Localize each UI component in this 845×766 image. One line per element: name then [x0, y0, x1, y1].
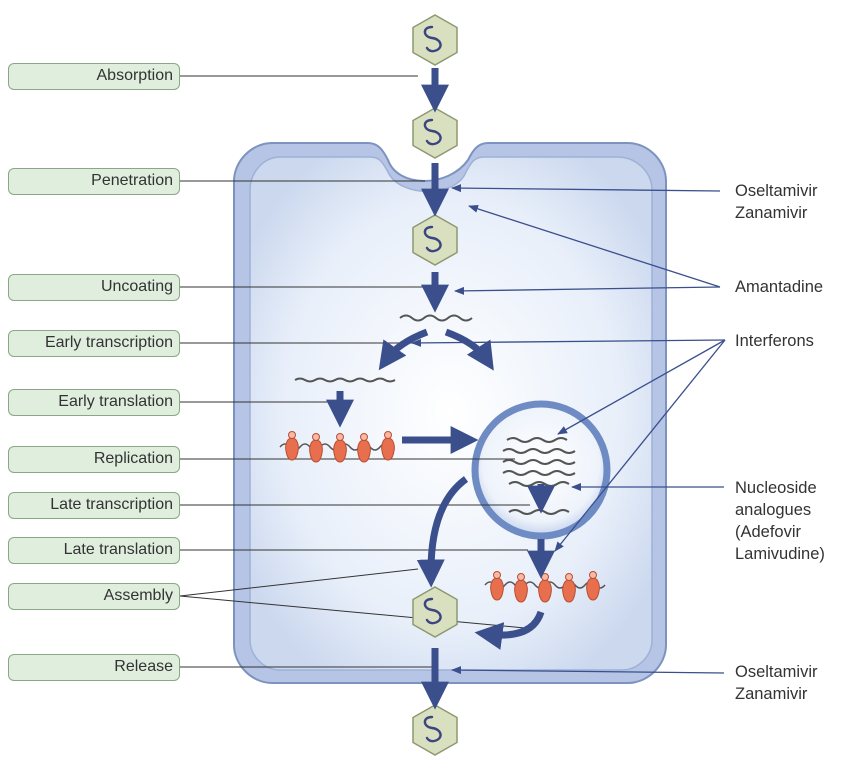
pathway-arrows: [326, 68, 555, 710]
stage-leader-lines: [179, 75, 530, 668]
stage-penetration: Penetration: [8, 168, 180, 195]
virus-particle-icon: [411, 703, 459, 757]
stage-late-translation: Late translation: [8, 537, 180, 564]
viral-rna: [294, 314, 576, 515]
stage-early-translation: Early translation: [8, 389, 180, 416]
nucleus: [471, 400, 611, 540]
drug-name: Oseltamivir: [735, 663, 818, 681]
drug-amantadine: Amantadine: [735, 278, 824, 296]
stage-assembly: Assembly: [8, 583, 180, 610]
virus-particle-icon: [411, 106, 459, 160]
stage-release: Release: [8, 654, 180, 681]
drug-name: Zanamivir: [735, 204, 808, 222]
stage-uncoating: Uncoating: [8, 274, 180, 301]
drug-neuraminidase-inhibitors-top: Oseltamivir Zanamivir: [735, 180, 818, 224]
virus-particle-icon: [411, 13, 459, 67]
stage-replication: Replication: [8, 446, 180, 473]
drug-neuraminidase-inhibitors-bottom: Oseltamivir Zanamivir: [735, 661, 818, 705]
drug-line: Lamivudine): [735, 545, 825, 563]
drug-nucleoside-analogues: Nucleoside analogues (Adefovir Lamivudin…: [735, 477, 825, 565]
viral-proteins-late: [484, 571, 606, 603]
drug-action-lines: [411, 184, 726, 675]
drug-line: analogues: [735, 501, 812, 519]
drug-name: Zanamivir: [735, 685, 808, 703]
stage-late-transcription: Late transcription: [8, 492, 180, 519]
drug-line: Nucleoside: [735, 479, 817, 497]
drug-interferons: Interferons: [735, 332, 814, 350]
drug-line: (Adefovir: [735, 523, 802, 541]
drug-name: Oseltamivir: [735, 182, 818, 200]
stage-absorption: Absorption: [8, 63, 180, 90]
stage-early-transcription: Early transcription: [8, 330, 180, 357]
host-cell: [233, 142, 667, 684]
viral-proteins-early: [279, 431, 395, 463]
